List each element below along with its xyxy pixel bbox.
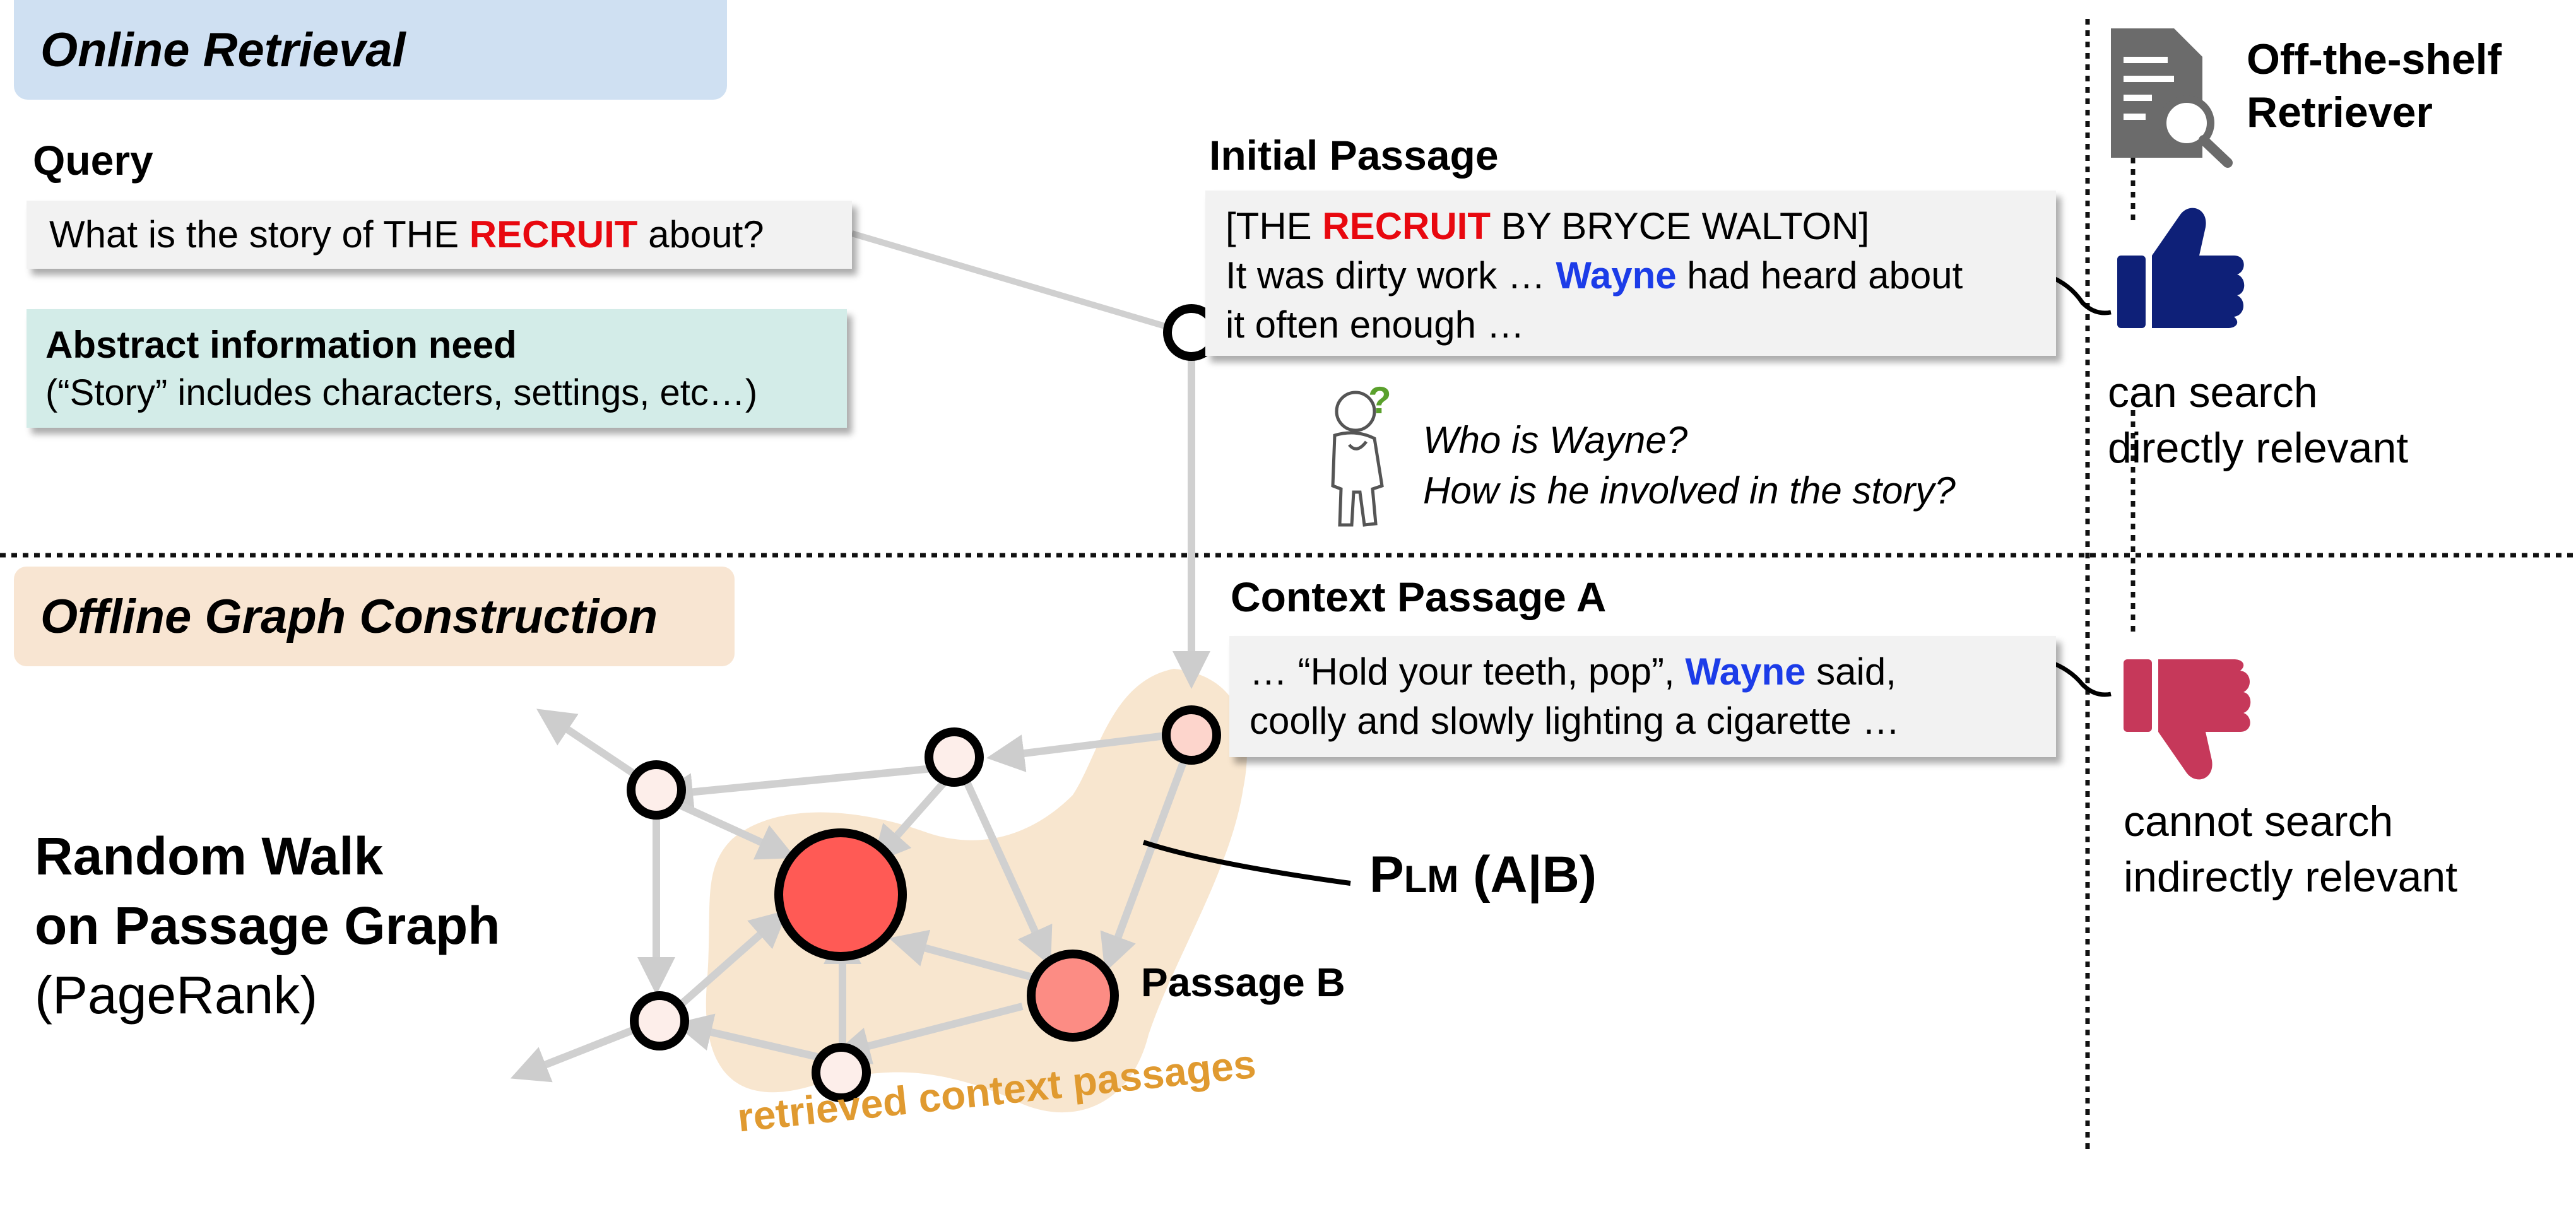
negative-caption-line-2: indirectly relevant — [2124, 853, 2458, 901]
context-passage-box: … “Hold your teeth, pop”, Wayne said, co… — [1229, 636, 2056, 757]
passage-b-label: Passage B — [1141, 960, 1345, 1005]
query-box: What is the story of THE RECRUIT about? — [27, 201, 852, 269]
plm-label: PLM (A|B) — [1369, 846, 1597, 903]
thinking-person-icon — [1331, 391, 1384, 527]
retriever-title-line-2: Retriever — [2247, 88, 2433, 136]
document-search-icon — [2111, 28, 2233, 168]
negative-caption-line-1: cannot search — [2124, 797, 2394, 845]
graph-node — [812, 1043, 871, 1102]
context-passage-line-2: coolly and slowly lighting a cigarette … — [1250, 700, 1900, 742]
retriever-title-line-1: Off-the-shelf — [2247, 35, 2502, 83]
offline-graph-title: Offline Graph Construction — [40, 590, 658, 644]
abstract-need-title: Abstract information need — [45, 324, 517, 366]
online-retrieval-banner: Online Retrieval — [14, 0, 727, 100]
context-passage-text: … “Hold your teeth, pop”, Wayne said, co… — [1250, 647, 1900, 746]
thumbs-up-connector — [2047, 273, 2112, 315]
query-highlight: RECRUIT — [469, 213, 638, 256]
passage-b-node — [1027, 950, 1119, 1042]
random-walk-line-3: (PageRank) — [35, 965, 318, 1025]
online-retrieval-title: Online Retrieval — [40, 23, 406, 77]
query-connector — [851, 230, 1188, 336]
thumbs-down-icon — [2124, 659, 2251, 780]
retriever-title: Off-the-shelf Retriever — [2247, 33, 2502, 139]
context-passage-label: Context Passage A — [1231, 574, 1607, 620]
initial-passage-text: [THE RECRUIT BY BRYCE WALTON] It was dir… — [1226, 202, 1963, 350]
question-1: Who is Wayne? — [1423, 419, 1688, 461]
initial-passage-line-3: it often enough … — [1226, 303, 1525, 346]
abstract-need-box: Abstract information need (“Story” inclu… — [27, 309, 847, 428]
question-mark: ? — [1368, 379, 1391, 421]
context-passage-a-node — [1162, 705, 1221, 765]
graph-node — [925, 727, 984, 787]
central-node — [774, 828, 907, 961]
random-walk-line-2: on Passage Graph — [35, 896, 500, 955]
abstract-need-text: (“Story” includes characters, settings, … — [45, 372, 758, 413]
plm-pointer — [1142, 840, 1351, 886]
thumbs-up-icon — [2117, 208, 2245, 328]
random-walk-heading: Random Walk on Passage Graph (PageRank) — [35, 821, 500, 1030]
offline-graph-banner: Offline Graph Construction — [14, 567, 735, 666]
graph-node — [627, 760, 686, 820]
initial-passage-box: [THE RECRUIT BY BRYCE WALTON] It was dir… — [1205, 191, 2056, 356]
initial-passage-line-1: [THE RECRUIT BY BRYCE WALTON] — [1226, 205, 1870, 247]
negative-caption: cannot search indirectly relevant — [2124, 794, 2457, 905]
graph-nodes — [627, 304, 1221, 1102]
initial-passage-label: Initial Passage — [1209, 132, 1499, 179]
graph-node — [630, 991, 689, 1050]
question-2: How is he involved in the story? — [1423, 469, 1956, 512]
positive-caption: can search directly relevant — [2108, 365, 2408, 476]
query-text: What is the story of THE RECRUIT about? — [49, 213, 764, 256]
query-label: Query — [33, 137, 153, 184]
thumbs-down-connector — [2047, 659, 2112, 697]
positive-caption-line-2: directly relevant — [2108, 424, 2409, 472]
context-passage-line-1: … “Hold your teeth, pop”, Wayne said, — [1250, 650, 1896, 693]
random-walk-line-1: Random Walk — [35, 827, 384, 886]
initial-passage-line-2: It was dirty work … Wayne had heard abou… — [1226, 254, 1963, 297]
positive-caption-line-1: can search — [2108, 368, 2318, 416]
